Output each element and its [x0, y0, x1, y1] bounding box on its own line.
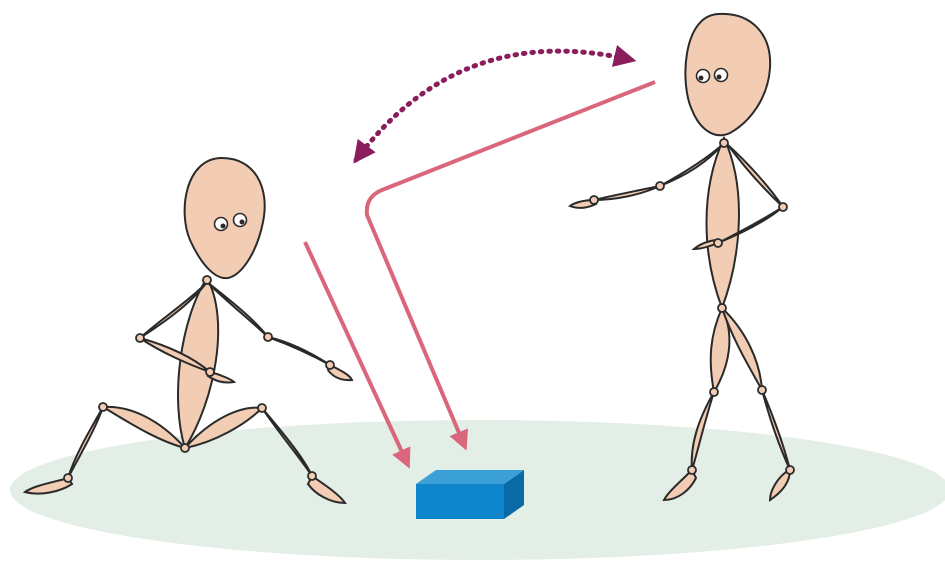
gaze-arrow-standing-to-box [367, 82, 655, 447]
blue-box-icon [416, 470, 524, 519]
